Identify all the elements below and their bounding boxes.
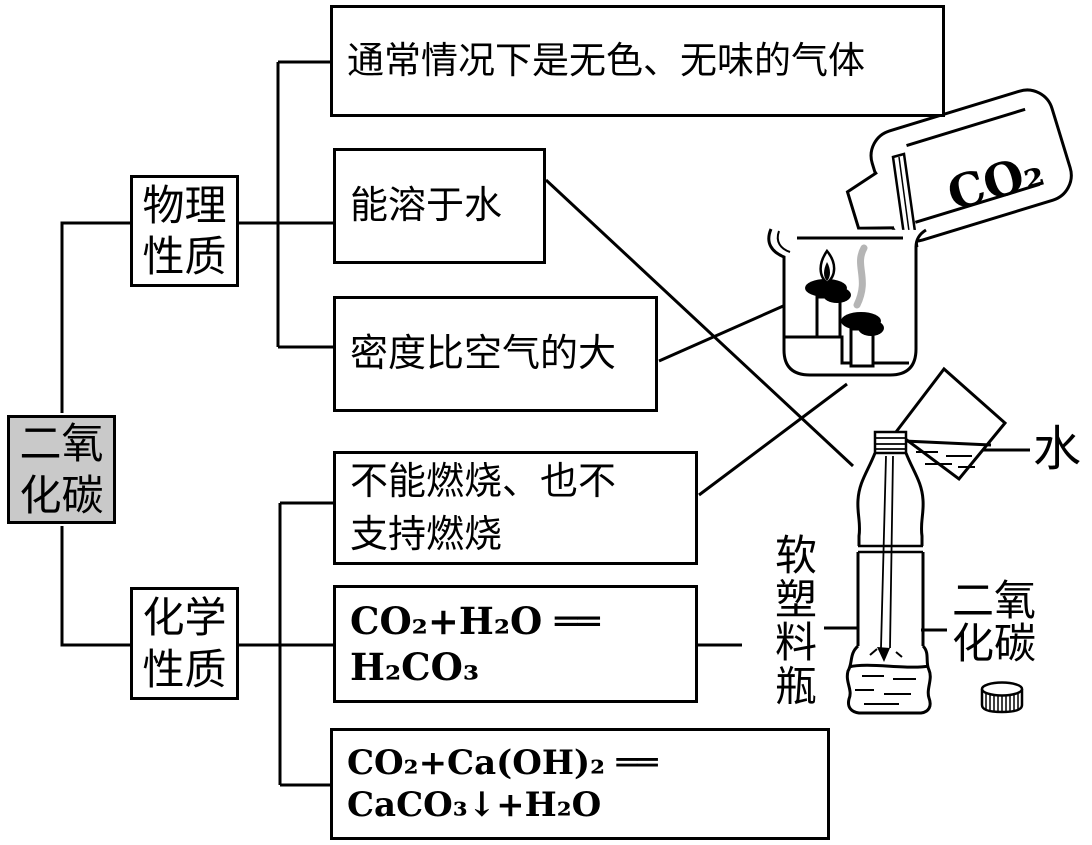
gas-bottle-shading — [906, 107, 1041, 224]
beaker-outline — [767, 228, 927, 377]
physical-item-label: 密度比空气的大 — [350, 331, 617, 376]
chemical-item-carbonic-acid-equation: CO₂+H₂O ══ H₂CO₃ — [333, 585, 698, 703]
node-chemical-properties: 化学性质 — [130, 587, 239, 700]
bottle-ring — [858, 544, 923, 554]
physical-item-label: 能溶于水 — [350, 183, 503, 228]
short-candle-wax2 — [858, 320, 884, 336]
cup-outline — [893, 366, 1008, 482]
experiment-links — [544, 178, 855, 497]
chemical-item-noncombustible: 不能燃烧、也不 支持燃烧 — [333, 451, 698, 565]
soft-plastic-bottle-label: 软塑料瓶 — [775, 531, 818, 712]
equation-text: CO₂+H₂O ══ H₂CO₃ — [350, 598, 600, 689]
chemical-label: 化学性质 — [142, 593, 227, 694]
water-cup — [893, 366, 1008, 482]
physical-item-label: 通常情况下是无色、无味的气体 — [347, 38, 865, 82]
tree-connectors — [60, 60, 742, 787]
chemical-item-label: 不能燃烧、也不 支持燃烧 — [350, 458, 617, 556]
cup-water-dashes — [916, 451, 975, 468]
candle-flame-core — [824, 262, 830, 281]
cup-water-surface — [903, 439, 992, 447]
physical-label: 物理性质 — [142, 180, 227, 281]
connector-root-chemical — [60, 526, 131, 647]
physical-item-soluble: 能溶于水 — [333, 148, 546, 264]
bottle-shoulder-left — [856, 452, 877, 546]
bottle-cap — [980, 681, 1024, 714]
stream-arrowhead — [877, 647, 890, 662]
physical-item-density: 密度比空气的大 — [333, 296, 658, 412]
gas-bottle-neck — [845, 171, 895, 230]
bottle-crumpled-base — [845, 644, 932, 715]
equation-text: CO₂+Ca(OH)₂ ══ CaCO₃↓+H₂O — [347, 742, 658, 826]
bottle-walls — [856, 552, 925, 646]
bottle-water-dashes — [855, 675, 916, 705]
co2-gas-label: 二氧化碳 — [952, 576, 1037, 668]
water-label: 水 — [1033, 421, 1082, 477]
cap-ribs — [985, 692, 1019, 712]
chemical-item-limewater-equation: CO₂+Ca(OH)₂ ══ CaCO₃↓+H₂O — [330, 728, 830, 840]
splash-ticks — [869, 648, 903, 658]
root-node: 二氧化碳 — [7, 415, 116, 524]
smoke-wisp — [853, 244, 868, 309]
beaker-spout-line — [776, 230, 791, 253]
tall-candle-body — [815, 295, 842, 339]
link-noburn-to-beaker — [698, 382, 848, 497]
bottle-water-surface — [848, 663, 930, 669]
soft-plastic-bottle — [845, 430, 932, 715]
root-label: 二氧化碳 — [19, 419, 104, 520]
co2-gas-bottle: CO₂ — [845, 88, 1073, 251]
water-stream — [880, 455, 894, 649]
tall-candle-wax2 — [823, 287, 851, 303]
node-physical-properties: 物理性质 — [130, 175, 239, 287]
candle-step-platform — [784, 335, 909, 365]
beaker-candle-experiment — [767, 228, 927, 377]
link-density-to-beaker — [658, 301, 791, 363]
thread-lines — [875, 437, 906, 450]
cap-top — [980, 681, 1024, 697]
connector-root-physical — [60, 221, 131, 413]
physical-item-colorless-gas: 通常情况下是无色、无味的气体 — [330, 5, 945, 117]
bottle-shoulder-right — [904, 452, 925, 546]
